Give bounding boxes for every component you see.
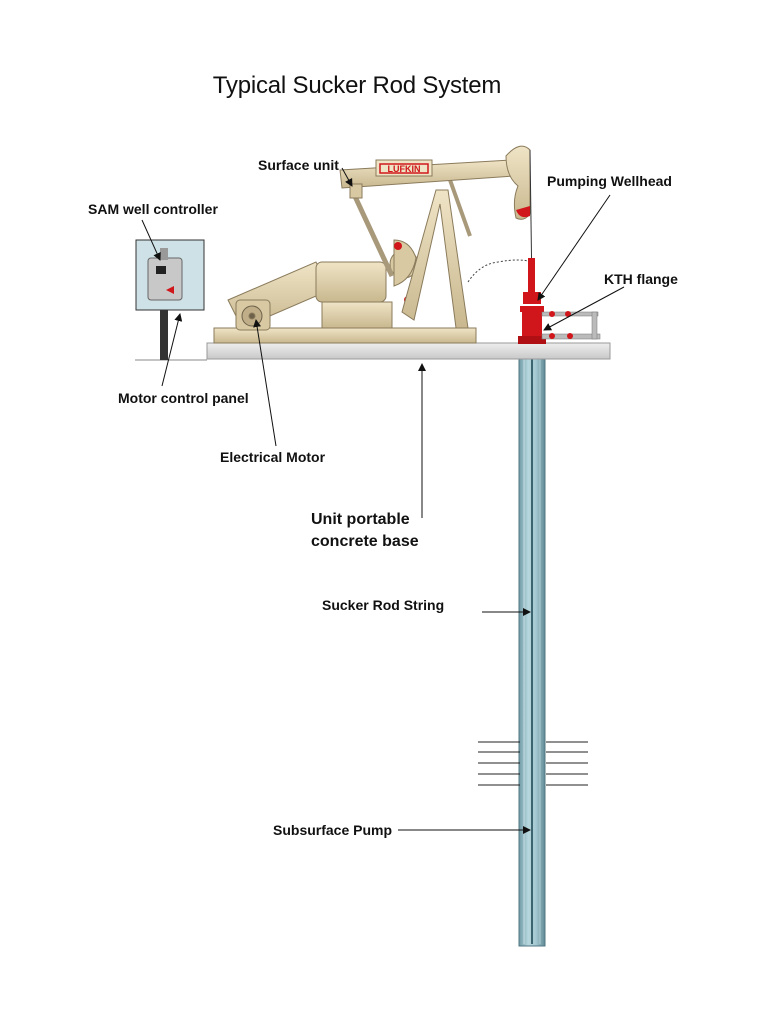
label-subsurface-pump: Subsurface Pump xyxy=(273,822,393,838)
perforations xyxy=(478,741,588,786)
label-sucker-rod-string: Sucker Rod String xyxy=(322,597,445,613)
label-pumping-wellhead: Pumping Wellhead xyxy=(547,173,672,189)
label-sam-well-controller: SAM well controller xyxy=(88,201,218,217)
label-concrete-base-line1: Unit portable xyxy=(311,511,410,528)
leader-lines xyxy=(141,167,625,834)
label-surface-unit: Surface unit xyxy=(258,157,339,173)
label-concrete-base: Unit portable concrete base xyxy=(311,509,419,553)
leader-kth-flange xyxy=(543,286,625,331)
motor-control-panel-graphic xyxy=(135,239,205,360)
well-casing xyxy=(518,355,546,947)
label-concrete-base-line2: concrete base xyxy=(311,533,419,550)
label-electrical-motor: Electrical Motor xyxy=(220,449,326,465)
label-kth-flange: KTH flange xyxy=(604,271,678,287)
leader-surface-unit xyxy=(341,167,353,187)
leader-pumping-wellhead xyxy=(537,194,611,301)
lufkin-plate: LUFKIN xyxy=(388,164,421,174)
leader-electrical-motor xyxy=(253,319,277,447)
wellhead-graphic xyxy=(518,258,601,344)
page-title: Typical Sucker Rod System xyxy=(212,72,502,99)
pump-jack-graphic xyxy=(213,145,533,344)
label-motor-control-panel: Motor control panel xyxy=(118,390,249,406)
leader-sam-controller xyxy=(141,219,161,261)
leader-motor-control-panel xyxy=(161,313,183,387)
concrete-base xyxy=(135,342,611,361)
